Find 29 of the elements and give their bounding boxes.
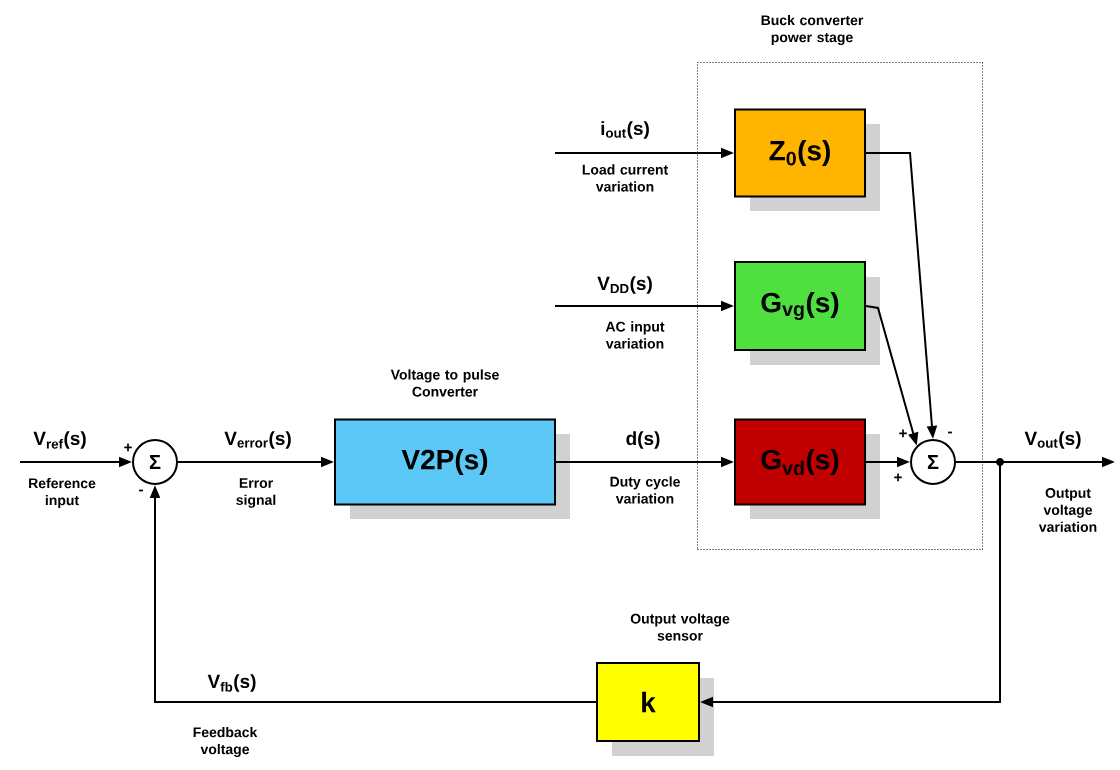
signal-label: V$_{ref}$(s) bbox=[33, 431, 86, 449]
sign-label: + bbox=[899, 429, 907, 438]
signal-description: Feedback voltage bbox=[193, 726, 258, 758]
block-box: k bbox=[596, 662, 714, 756]
signal-label: i$_{out}$(s) bbox=[601, 121, 649, 139]
signal-description: Error signal bbox=[236, 478, 276, 508]
block-box: Z$_{0}$(s) bbox=[734, 108, 880, 211]
signal-description: Load current variation bbox=[582, 164, 668, 192]
signal-label: V$_{error}$(s) bbox=[224, 431, 291, 449]
signal-label: V$_{out}$(s) bbox=[1024, 431, 1081, 449]
block-box: G$_{vd}$(s) bbox=[734, 418, 880, 519]
summing-junction: Σ bbox=[132, 439, 178, 485]
block-caption: Voltage to pulse Converter bbox=[390, 369, 499, 397]
signal-description: Output voltage variation bbox=[1038, 488, 1097, 532]
group-heading: Buck converter power stage bbox=[761, 14, 864, 46]
signal-description: Duty cycle variation bbox=[610, 476, 680, 504]
signal-label: d(s) bbox=[626, 431, 660, 449]
dotted-frame bbox=[697, 62, 983, 550]
signal-label: V$_{DD}$(s) bbox=[597, 276, 652, 294]
signal-label: V$_{fb}$(s) bbox=[207, 674, 256, 692]
block-box: G$_{vg}$(s) bbox=[734, 261, 880, 365]
summing-junction: Σ bbox=[910, 439, 956, 485]
sign-label: - bbox=[139, 489, 143, 492]
sign-label: + bbox=[894, 473, 902, 482]
signal-description: Reference input bbox=[29, 477, 96, 508]
block-box: V2P(s) bbox=[334, 418, 570, 519]
block-caption: Output voltage sensor bbox=[630, 613, 730, 641]
sign-label: + bbox=[124, 443, 132, 452]
signal-description: AC input variation bbox=[605, 321, 665, 349]
